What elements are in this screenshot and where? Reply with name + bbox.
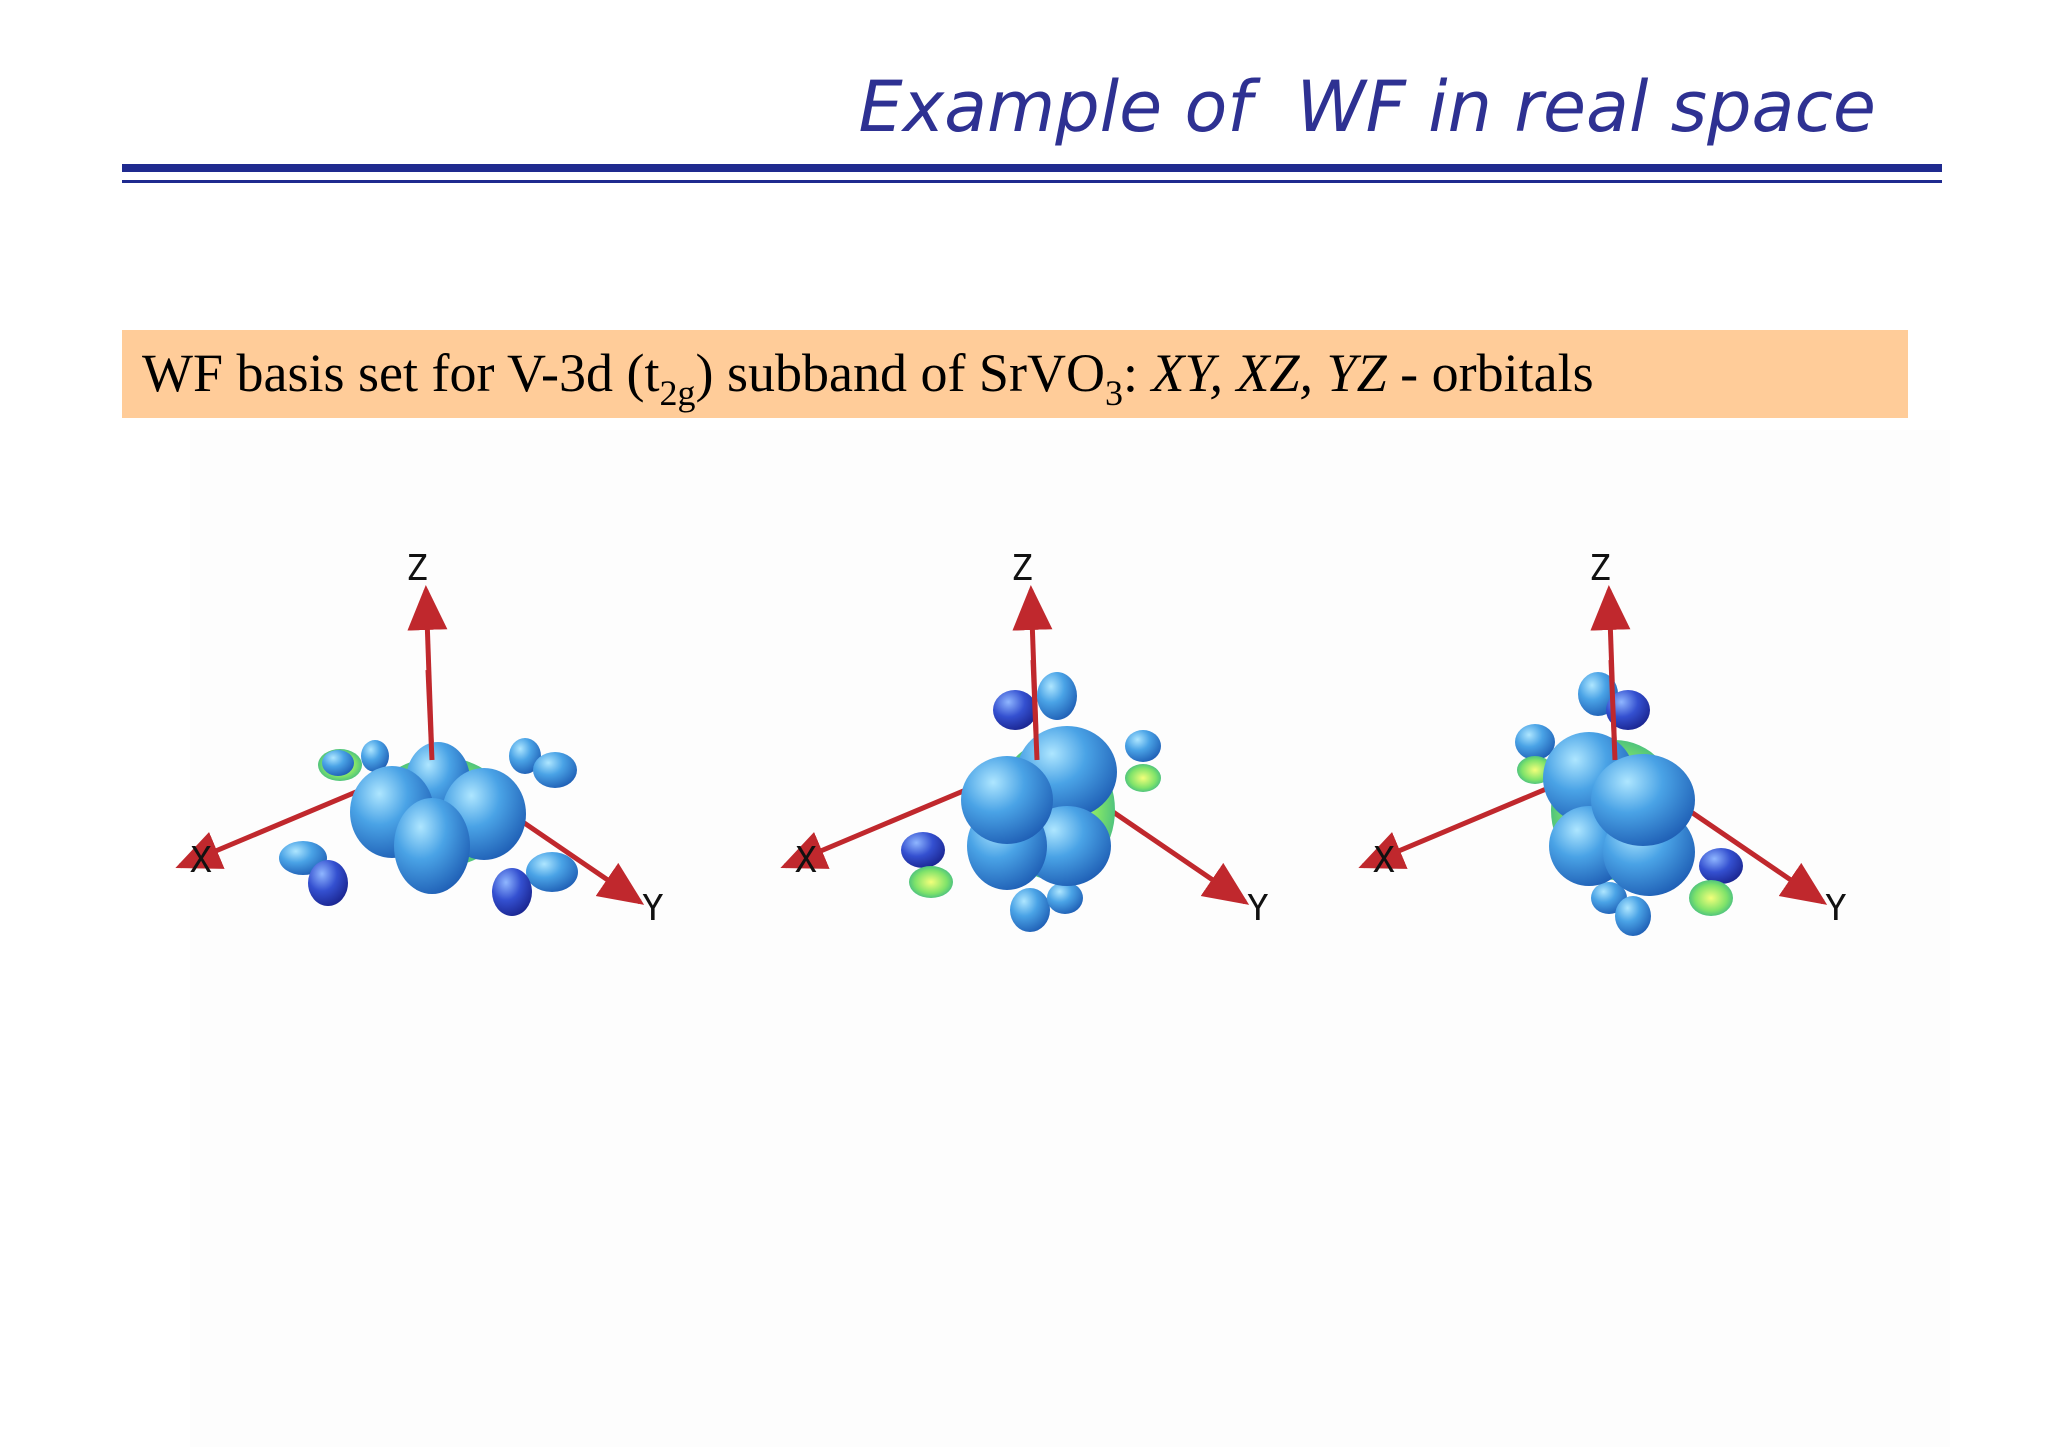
orbital-lobe bbox=[901, 832, 945, 868]
orbital-lobe bbox=[909, 866, 953, 898]
orbital-lobe bbox=[1606, 690, 1650, 730]
x-axis-label: X bbox=[795, 840, 817, 881]
subtitle-suffix: - orbitals bbox=[1386, 343, 1594, 403]
subtitle-text: WF basis set for V-3d (t2g) subband of S… bbox=[142, 343, 1594, 411]
y-axis-label: Y bbox=[1825, 888, 1847, 929]
z-axis-label: Z bbox=[1011, 548, 1033, 589]
orbital-lobe bbox=[1010, 888, 1050, 932]
z-axis-front bbox=[425, 669, 435, 761]
orbital-lobe bbox=[1689, 880, 1733, 916]
z-axis-front bbox=[1030, 659, 1040, 761]
orbital-lobe bbox=[1125, 730, 1161, 762]
subtitle-colon: : bbox=[1122, 343, 1152, 403]
orbital-lobe bbox=[1023, 806, 1111, 886]
orbital-lobe bbox=[1699, 848, 1743, 884]
orbital-lobe bbox=[533, 752, 577, 788]
y-axis-label: Y bbox=[642, 888, 664, 929]
y-axis-label: Y bbox=[1247, 888, 1269, 929]
orbital-panel-yz: Z X Y bbox=[1353, 530, 1913, 980]
orbital-lobe bbox=[1515, 724, 1555, 760]
figure-background bbox=[190, 430, 1950, 1447]
orbital-panel-xz: Z X Y bbox=[775, 530, 1335, 980]
orbital-lobe bbox=[1125, 764, 1161, 792]
subtitle-banner: WF basis set for V-3d (t2g) subband of S… bbox=[122, 330, 1908, 418]
z-axis-front bbox=[1608, 659, 1618, 761]
orbital-figure-xy: Z X Y bbox=[175, 548, 664, 929]
orbital-lobe bbox=[961, 756, 1053, 844]
orbital-lobe bbox=[526, 852, 578, 892]
subtitle-prefix: WF basis set for V-3d (t bbox=[142, 343, 660, 403]
orbital-lobe bbox=[1591, 754, 1695, 846]
z-axis-label: Z bbox=[1589, 548, 1611, 589]
orbital-lobe bbox=[492, 868, 532, 916]
title-underline-thick bbox=[122, 164, 1942, 172]
subtitle-subscript-3: 3 bbox=[1104, 373, 1123, 413]
orbital-figure-xz: Z X Y bbox=[780, 548, 1269, 932]
title-underline-thin bbox=[122, 180, 1942, 183]
orbital-lobe bbox=[322, 750, 354, 776]
orbital-lobe bbox=[993, 690, 1037, 730]
orbital-lobe bbox=[509, 738, 541, 774]
orbital-lobe bbox=[1615, 896, 1651, 936]
x-axis-label: X bbox=[1373, 840, 1395, 881]
orbital-lobe bbox=[1037, 672, 1077, 720]
subtitle-middle: ) subband of SrVO bbox=[695, 343, 1105, 403]
z-axis-label: Z bbox=[406, 548, 428, 589]
slide-title: Example of WF in real space bbox=[858, 66, 1877, 148]
subtitle-subscript-t2g: 2g bbox=[659, 373, 696, 413]
subtitle-orbitals: XY, XZ, YZ bbox=[1151, 343, 1387, 403]
orbital-lobe bbox=[394, 798, 470, 894]
x-axis-label: X bbox=[190, 840, 212, 881]
orbital-lobe bbox=[361, 740, 389, 772]
orbital-lobe bbox=[1047, 882, 1083, 914]
orbital-figure-yz: Z X Y bbox=[1358, 548, 1847, 936]
orbital-lobe bbox=[308, 860, 348, 906]
orbital-panel-xy: Z X Y bbox=[170, 530, 730, 980]
